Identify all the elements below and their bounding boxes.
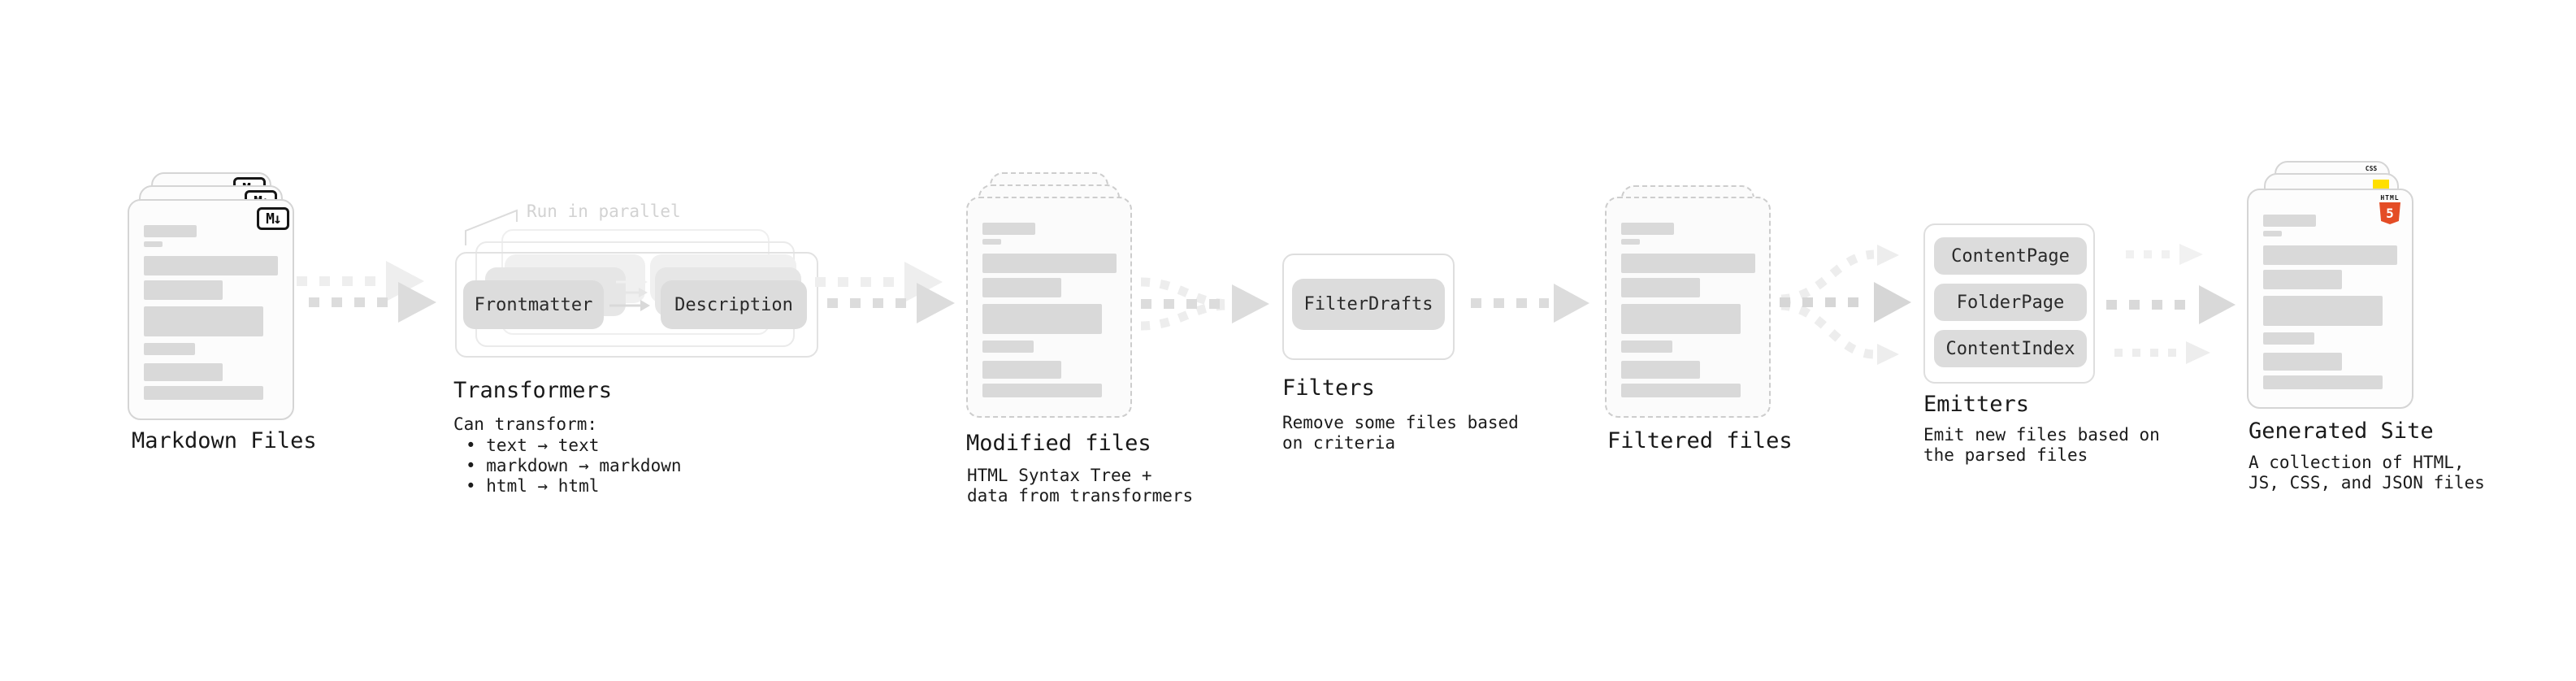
- html5-icon-word: HTML: [2380, 194, 2400, 202]
- filters-title: Filters: [1282, 375, 1375, 401]
- transformers-frame-front: [455, 252, 818, 358]
- content-bar: [144, 256, 278, 275]
- content-bar: [2263, 375, 2383, 389]
- html5-icon-number: 5: [2386, 206, 2394, 221]
- emitters-subtitle: Emit new files based on: [1923, 425, 2160, 445]
- content-bar: [982, 254, 1117, 273]
- emitters-subtitle: the parsed files: [1923, 445, 2088, 465]
- content-bar: [2263, 215, 2316, 227]
- markdown-icon-label: M↓: [266, 210, 282, 228]
- content-bar: [2263, 332, 2314, 345]
- content-bar: [2263, 245, 2397, 265]
- arrow-modified-to-filters: [1140, 277, 1269, 331]
- content-page-pill: ContentPage: [1934, 237, 2087, 275]
- content-bar: [982, 239, 1001, 245]
- generated-site-subtitle: JS, CSS, and JSON files: [2249, 473, 2485, 492]
- run-in-parallel-note: Run in parallel: [527, 202, 681, 221]
- content-bar: [1621, 340, 1672, 353]
- arrow-markdown-to-transformers: [297, 261, 436, 323]
- transformers-caption: Can transform:: [453, 414, 598, 434]
- content-index-pill: ContentIndex: [1934, 330, 2087, 367]
- emitters-title: Emitters: [1923, 392, 2030, 417]
- content-bar: [982, 340, 1034, 353]
- emitters-frame: [1923, 223, 2095, 384]
- modified-files-subtitle: data from transformers: [967, 486, 1194, 505]
- content-bar: [982, 223, 1035, 235]
- generated-site-subtitle: A collection of HTML,: [2249, 453, 2465, 472]
- arrow-filtered-to-emitters: [1780, 245, 1911, 365]
- filter-drafts-pill: FilterDrafts: [1292, 279, 1445, 330]
- description-pill: Description: [661, 280, 807, 329]
- content-bar: [144, 363, 223, 381]
- content-bar: [144, 225, 197, 237]
- transformers-bullet: • text → text: [466, 436, 600, 455]
- arrow-filters-to-filtered: [1471, 284, 1589, 323]
- frontmatter-pill: Frontmatter: [463, 280, 604, 329]
- content-bar: [982, 304, 1102, 334]
- content-bar: [144, 241, 163, 247]
- generated-site-card-html: HTML 5: [2247, 189, 2413, 409]
- content-bar: [144, 306, 263, 336]
- modified-files-title: Modified files: [966, 431, 1151, 456]
- arrow-emitters-to-generated: [2106, 244, 2236, 364]
- content-bar: [1621, 361, 1700, 379]
- content-bar: [982, 278, 1061, 297]
- modified-files-subtitle: HTML Syntax Tree +: [967, 466, 1152, 485]
- css-icon-label: CSS: [2365, 165, 2378, 172]
- content-bar: [2263, 296, 2383, 326]
- html5-icon: HTML 5: [2378, 194, 2402, 224]
- content-bar: [982, 361, 1061, 379]
- markdown-files-title: Markdown Files: [132, 428, 317, 453]
- filters-subtitle: Remove some files based: [1282, 413, 1519, 432]
- content-bar: [1621, 254, 1755, 273]
- content-bar: [2263, 353, 2342, 371]
- filtered-file-card-front: [1605, 197, 1771, 418]
- content-bar: [2263, 270, 2342, 289]
- content-bar: [1621, 223, 1674, 235]
- html5-icon-shield: 5: [2379, 202, 2400, 224]
- filtered-files-title: Filtered files: [1607, 428, 1793, 453]
- transformers-title: Transformers: [453, 378, 613, 403]
- js-icon: [2373, 180, 2389, 189]
- content-bar: [982, 384, 1102, 397]
- markdown-icon: M↓: [257, 207, 289, 230]
- filters-frame: [1282, 254, 1455, 360]
- markdown-file-card-front: M↓: [128, 199, 294, 420]
- content-bar: [144, 386, 263, 400]
- content-bar: [1621, 278, 1700, 297]
- generated-site-title: Generated Site: [2249, 419, 2434, 444]
- modified-file-card-front: [966, 197, 1132, 418]
- content-bar: [1621, 384, 1741, 397]
- content-bar: [1621, 239, 1640, 245]
- content-bar: [2263, 231, 2282, 236]
- content-bar: [1621, 304, 1741, 334]
- arrow-transformers-to-modified: [815, 262, 955, 323]
- content-bar: [144, 343, 195, 355]
- filters-subtitle: on criteria: [1282, 433, 1396, 453]
- transformers-bullet: • html → html: [466, 476, 600, 496]
- transformers-bullet: • markdown → markdown: [466, 456, 682, 475]
- folder-page-pill: FolderPage: [1934, 284, 2087, 321]
- content-bar: [144, 280, 223, 300]
